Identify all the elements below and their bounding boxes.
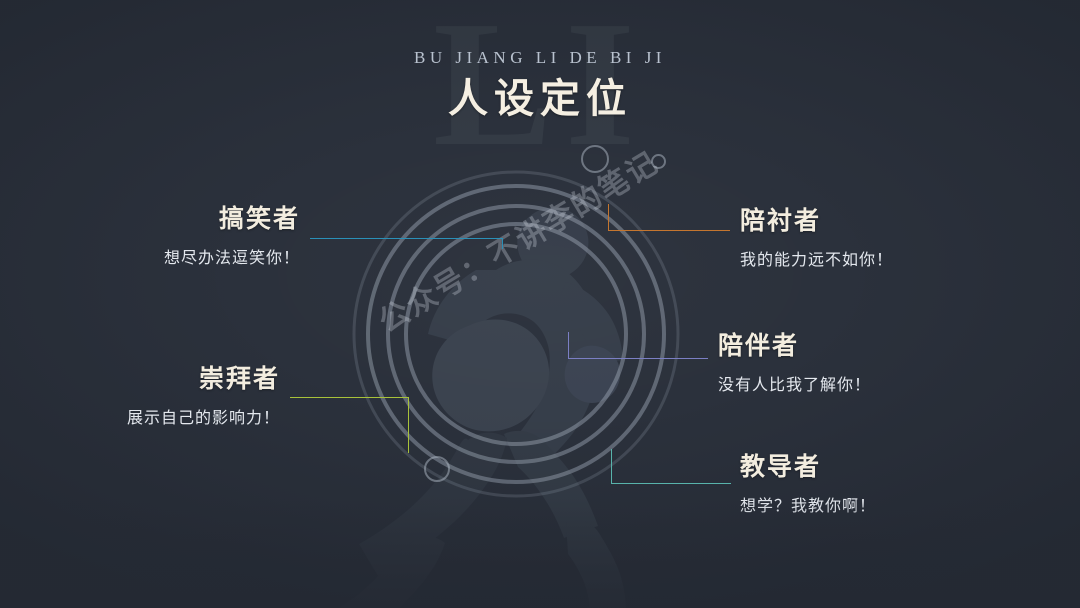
item-heading: 搞笑者: [218, 205, 300, 233]
item-subtitle: 我的能力远不如你！: [740, 252, 894, 270]
item-companion: 陪伴者 没有人比我了解你！: [718, 331, 1048, 397]
page-title: 人设定位: [448, 77, 632, 121]
item-subtitle: 没有人比我了解你！: [718, 377, 872, 395]
item-heading: 陪衬者: [740, 207, 822, 235]
item-funny: 搞笑者 想尽办法逗笑你！: [0, 204, 300, 270]
item-foil: 陪衬者 我的能力远不如你！: [740, 206, 1070, 272]
item-heading: 教导者: [740, 453, 822, 481]
item-admirer: 崇拜者 展示自己的影响力！: [0, 364, 280, 430]
item-subtitle: 想尽办法逗笑你！: [163, 250, 300, 268]
decorative-ring-mid: [424, 456, 450, 482]
item-mentor: 教导者 想学？我教你啊！: [740, 452, 1070, 518]
item-heading: 陪伴者: [718, 332, 800, 360]
header-kicker: BU JIANG LI DE BI JI: [414, 48, 666, 67]
slide-header: BU JIANG LI DE BI JI 人设定位: [0, 48, 1080, 124]
item-subtitle: 展示自己的影响力！: [126, 410, 280, 428]
item-heading: 崇拜者: [198, 365, 280, 393]
watermark-letters: LI: [432, 0, 648, 183]
item-subtitle: 想学？我教你啊！: [740, 498, 877, 516]
